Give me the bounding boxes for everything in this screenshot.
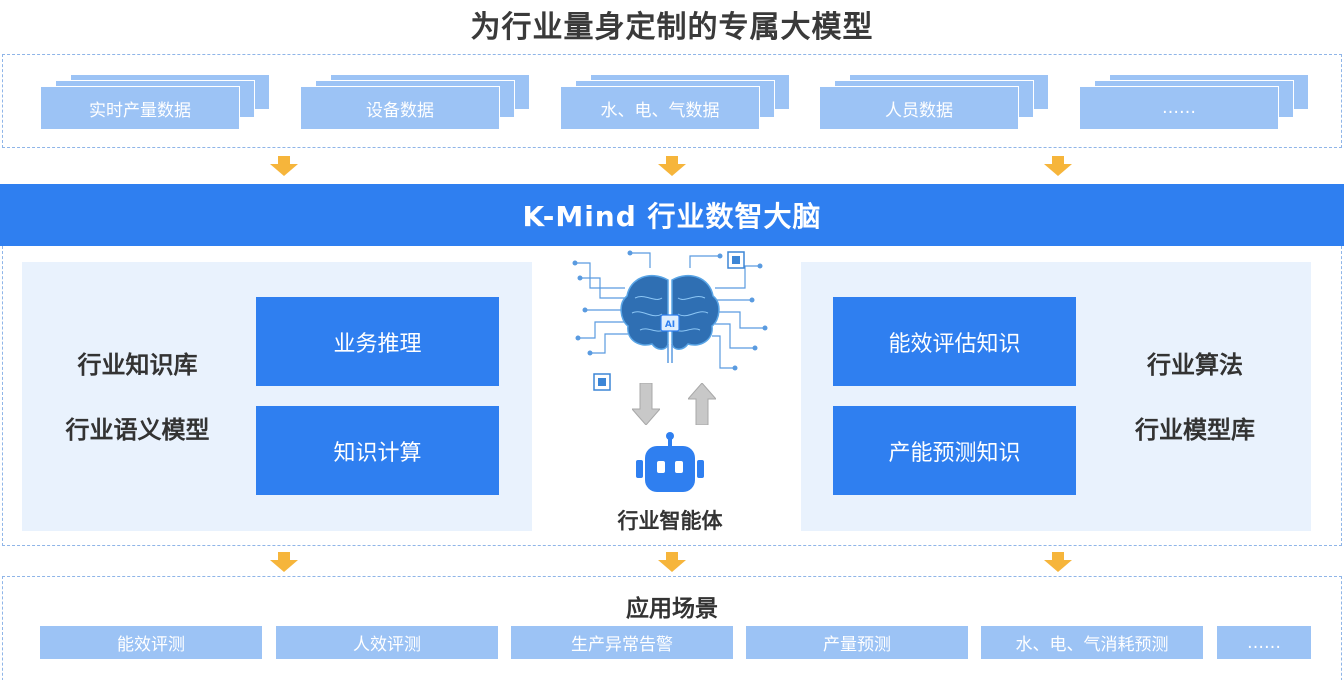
industry-algorithm-label: 行业算法 [1147, 351, 1243, 379]
data-source-label: …… [1162, 98, 1196, 118]
ai-brain-icon: AI [572, 250, 768, 391]
data-source-stack: 实时产量数据 [40, 74, 272, 132]
data-source-label: 水、电、气数据 [600, 100, 720, 121]
applications-title: 应用场景 [626, 596, 718, 622]
data-source-stack: 人员数据 [819, 74, 1051, 132]
industry-knowledge-base-label: 行业知识库 [77, 351, 198, 379]
diagram-title: 为行业量身定制的专属大模型 [470, 10, 874, 45]
brain-zone [2, 246, 1342, 546]
capacity-forecast-knowledge-box: 产能预测知识 [833, 406, 1076, 495]
data-source-stack: …… [1079, 74, 1311, 132]
industry-agent-label: 行业智能体 [617, 509, 723, 533]
ai-chip-label: AI [665, 320, 675, 330]
industry-semantic-model-label: 行业语义模型 [65, 416, 210, 444]
application-item: 生产异常告警 [511, 626, 733, 659]
energy-efficiency-knowledge-box: 能效评估知识 [833, 297, 1076, 386]
down-grey-arrow-icon [632, 383, 660, 425]
brain-banner: K-Mind 行业数智大脑 [0, 184, 1344, 246]
applications-zone [2, 576, 1342, 680]
data-source-label: 设备数据 [366, 100, 434, 121]
application-item: 水、电、气消耗预测 [981, 626, 1203, 659]
knowledge-computing-box: 知识计算 [256, 406, 499, 495]
application-item: …… [1217, 626, 1311, 659]
data-source-stack: 设备数据 [300, 74, 532, 132]
up-grey-arrow-icon [688, 383, 716, 425]
application-item: 能效评测 [40, 626, 262, 659]
data-sources-zone [2, 54, 1342, 148]
application-item: 人效评测 [276, 626, 498, 659]
data-source-label: 人员数据 [885, 100, 953, 121]
industry-model-library-label: 行业模型库 [1135, 416, 1255, 444]
business-reasoning-box: 业务推理 [256, 297, 499, 386]
robot-agent-icon [636, 432, 704, 492]
data-source-stack: 水、电、气数据 [560, 74, 792, 132]
application-item: 产量预测 [746, 626, 968, 659]
data-source-label: 实时产量数据 [89, 100, 191, 121]
